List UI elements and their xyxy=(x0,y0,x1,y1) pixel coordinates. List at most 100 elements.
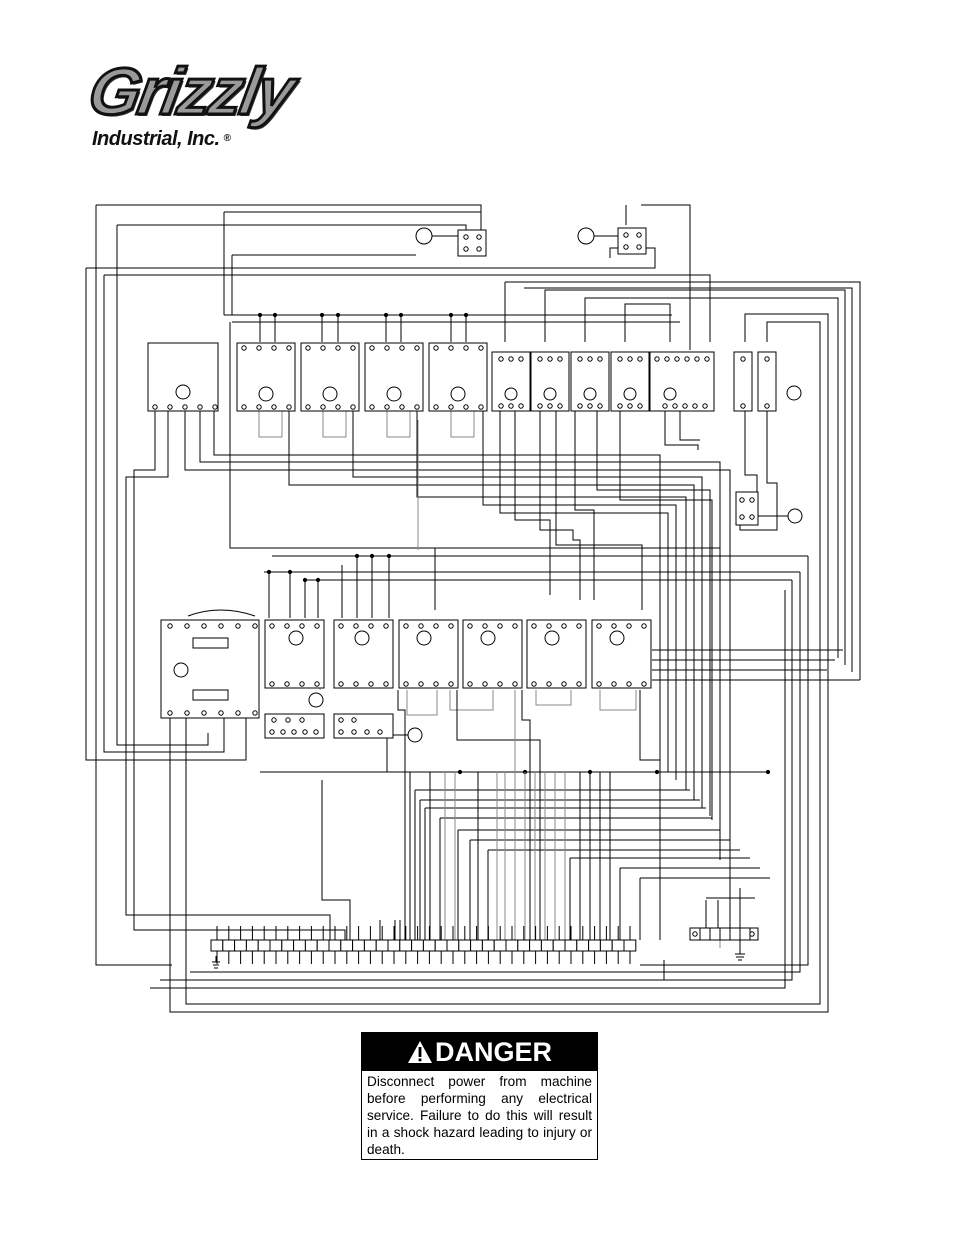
aux-terminal xyxy=(352,718,356,722)
contactor-terminal xyxy=(419,624,423,628)
aux-terminal xyxy=(292,730,296,734)
relay-coil-marker xyxy=(451,387,465,401)
contactor-terminal xyxy=(627,624,631,628)
ground-terminal xyxy=(730,928,740,940)
terminal-block xyxy=(435,940,447,951)
timer-terminal xyxy=(588,357,592,361)
relay-terminal xyxy=(449,405,453,409)
contactor-terminal xyxy=(434,682,438,686)
contactor-terminal xyxy=(547,624,551,628)
relay-terminal xyxy=(272,346,276,350)
contactor-slot-bottom xyxy=(193,690,228,700)
relay-terminal xyxy=(257,405,261,409)
aux-terminal xyxy=(286,718,290,722)
power-supply-terminal xyxy=(168,405,172,409)
relay-terminal xyxy=(385,346,389,350)
relay-terminal xyxy=(384,624,388,628)
fuse-terminal xyxy=(741,357,745,361)
terminal-block xyxy=(353,940,365,951)
switch-2-marker xyxy=(578,228,594,244)
junction-dot xyxy=(316,578,319,581)
relay-terminal xyxy=(370,405,374,409)
contactor-terminal xyxy=(532,682,536,686)
terminal-block xyxy=(423,940,435,951)
overload-terminal xyxy=(685,357,689,361)
relay-terminal xyxy=(354,682,358,686)
wire xyxy=(96,205,481,230)
junction-dot xyxy=(336,313,339,316)
contactor-terminal xyxy=(642,682,646,686)
contactor-r2-2 xyxy=(463,620,522,688)
relay-terminal xyxy=(464,405,468,409)
overload-terminal xyxy=(663,404,667,408)
terminal-block xyxy=(258,940,270,951)
aux-terminal xyxy=(314,730,318,734)
overload-terminal xyxy=(683,404,687,408)
power-supply-terminal xyxy=(213,405,217,409)
overload-terminal xyxy=(665,357,669,361)
relay-terminal xyxy=(351,346,355,350)
relay-terminal xyxy=(242,346,246,350)
junction-dot xyxy=(370,554,373,557)
switch-terminal xyxy=(624,245,628,249)
ground-terminal xyxy=(710,928,720,940)
relay-terminal xyxy=(385,405,389,409)
contactor-terminal xyxy=(483,624,487,628)
wire xyxy=(500,411,668,772)
aux-terminal xyxy=(272,718,276,722)
terminal-block xyxy=(577,940,589,951)
junction-dot xyxy=(655,770,658,773)
contactor-terminal xyxy=(253,711,257,715)
contactor-terminal xyxy=(483,682,487,686)
terminal-block xyxy=(530,940,542,951)
relay-terminal xyxy=(272,405,276,409)
wire xyxy=(322,780,350,942)
switch-terminal xyxy=(740,515,744,519)
contactor-terminal xyxy=(597,682,601,686)
contactor-terminal xyxy=(498,624,502,628)
aux-terminal xyxy=(339,730,343,734)
junction-dot xyxy=(288,570,291,573)
relay-terminal xyxy=(479,405,483,409)
contactor-r2-3 xyxy=(527,620,586,688)
wire xyxy=(745,411,757,493)
switch-top-1 xyxy=(458,230,486,256)
timer-terminal xyxy=(509,357,513,361)
relay-terminal xyxy=(339,682,343,686)
contactor-terminal xyxy=(449,682,453,686)
aux-terminal xyxy=(300,718,304,722)
terminal-block xyxy=(482,940,494,951)
relay-terminal xyxy=(434,346,438,350)
wire xyxy=(104,275,710,342)
timer-terminal xyxy=(509,404,513,408)
aux-block-2 xyxy=(334,714,393,738)
timer-terminal xyxy=(588,404,592,408)
wire xyxy=(640,556,808,965)
relay-terminal xyxy=(285,624,289,628)
power-supply-terminal xyxy=(183,405,187,409)
wire xyxy=(450,690,493,710)
contactor-terminal xyxy=(532,624,536,628)
terminal-block xyxy=(553,940,565,951)
junction-dot xyxy=(464,313,467,316)
aux-terminal xyxy=(281,730,285,734)
contactor-marker xyxy=(545,631,559,645)
switch-top-2 xyxy=(618,228,646,254)
overload-terminal xyxy=(655,357,659,361)
timer-terminal xyxy=(598,357,602,361)
wire xyxy=(289,411,694,800)
terminal-block xyxy=(364,940,376,951)
junction-dot xyxy=(303,578,306,581)
timer-terminal xyxy=(598,404,602,408)
timer-dial xyxy=(544,388,556,400)
terminal-block xyxy=(282,940,294,951)
terminal-block xyxy=(412,940,424,951)
contactor-slot-top xyxy=(193,638,228,648)
terminal-block xyxy=(459,940,471,951)
switch-terminal xyxy=(477,235,481,239)
contactor-r2-4 xyxy=(592,620,651,688)
terminal-block xyxy=(211,940,223,951)
wire xyxy=(398,690,405,940)
ground-screw xyxy=(750,932,754,936)
contactor-terminal xyxy=(468,624,472,628)
